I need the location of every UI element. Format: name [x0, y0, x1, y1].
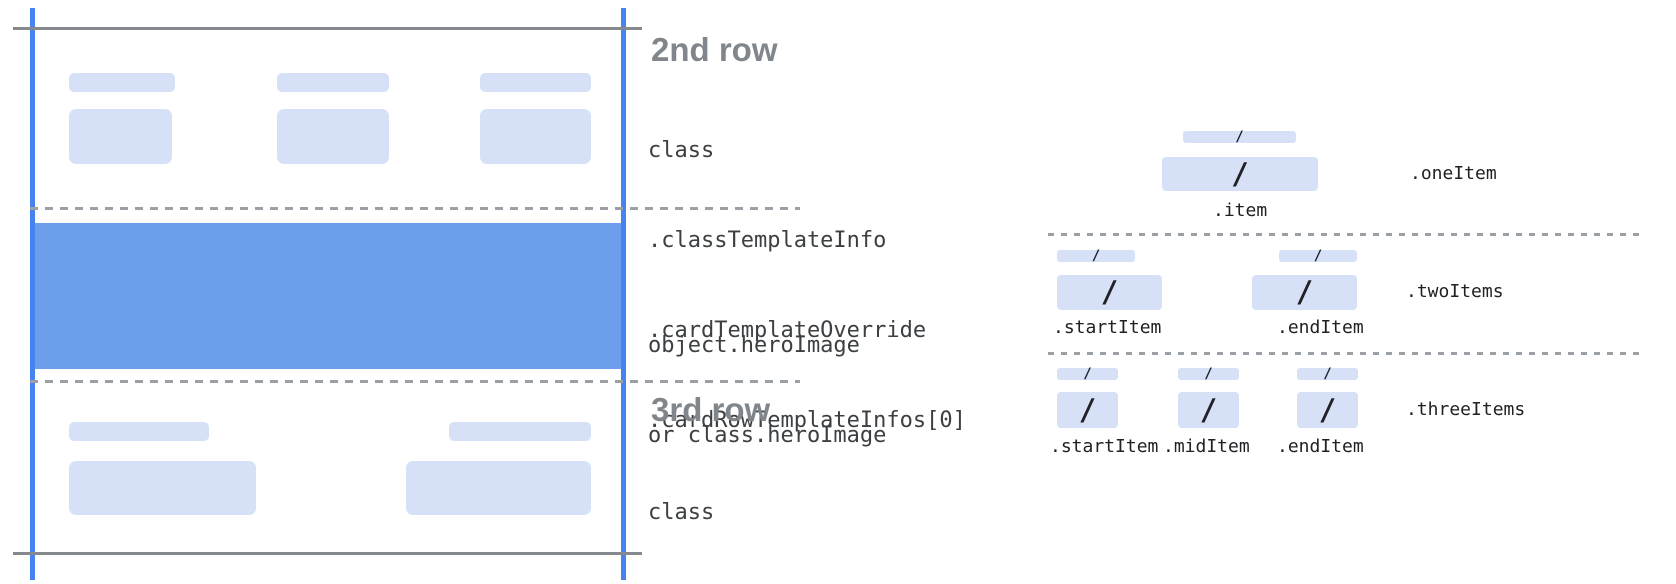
slash-placeholder: /	[1318, 392, 1337, 427]
third-row-col2-value-placeholder	[406, 461, 591, 515]
second-row-col3-value-placeholder	[480, 109, 591, 164]
dashed-divider-above-hero	[30, 207, 800, 210]
slash-placeholder: /	[1295, 275, 1314, 309]
one-item-template-name: .oneItem	[1410, 163, 1497, 184]
slash-placeholder: /	[1204, 366, 1213, 382]
second-row-col1-value-placeholder	[69, 109, 172, 164]
two-items-end-value-bar: /	[1252, 275, 1357, 310]
card-bottom-edge-line	[13, 552, 642, 555]
slash-placeholder: /	[1231, 156, 1249, 191]
one-item-label-bar: /	[1183, 129, 1296, 145]
three-items-mid-label-bar: /	[1178, 366, 1239, 382]
two-items-end-label-bar: /	[1279, 248, 1357, 264]
two-items-start-label: .startItem	[1053, 317, 1162, 338]
code-line: object.heroImage	[648, 333, 860, 358]
code-line: or class.heroImage	[648, 423, 887, 448]
slash-placeholder: /	[1199, 392, 1218, 427]
one-item-value-bar: /	[1162, 157, 1318, 191]
slash-placeholder: /	[1100, 275, 1119, 309]
three-items-end-label-bar: /	[1297, 366, 1358, 382]
hero-code-block: object.heroImage or class.heroImage	[648, 271, 886, 511]
two-items-start-value-bar: /	[1057, 275, 1162, 310]
code-line: class	[648, 500, 715, 525]
heading-third-row: 3rd row	[651, 391, 771, 428]
three-items-end-value-bar: /	[1297, 392, 1358, 428]
two-items-template-name: .twoItems	[1406, 281, 1504, 302]
second-row-col1-label-placeholder	[69, 73, 175, 92]
code-line: .cardTemplateOverride	[648, 318, 927, 343]
third-row-col1-label-placeholder	[69, 422, 209, 441]
second-row-col2-label-placeholder	[277, 73, 389, 92]
three-items-start-label: .startItem	[1050, 436, 1159, 457]
card-top-edge-line	[13, 27, 642, 30]
second-row-col2-value-placeholder	[277, 109, 389, 164]
slash-placeholder: /	[1235, 129, 1244, 145]
second-row-code-block: class .classTemplateInfo .cardTemplateOv…	[648, 76, 966, 496]
code-line: .cardRowTemplateInfos[0]	[648, 408, 966, 433]
third-row-col1-value-placeholder	[69, 461, 256, 515]
three-items-mid-value-bar: /	[1178, 392, 1239, 428]
crop-guide-right-line	[621, 8, 626, 580]
three-items-template-name: .threeItems	[1406, 399, 1526, 420]
three-items-start-value-bar: /	[1057, 392, 1118, 428]
slash-placeholder: /	[1313, 248, 1323, 264]
three-items-mid-label: .midItem	[1163, 436, 1250, 457]
code-line: .classTemplateInfo	[648, 228, 887, 253]
slash-placeholder: /	[1078, 392, 1097, 427]
two-items-end-label: .endItem	[1277, 317, 1364, 338]
two-items-start-label-bar: /	[1057, 248, 1135, 264]
third-row-code-block: class .classTemplateInfo .cardTemplateOv…	[648, 438, 966, 584]
crop-guide-left-line	[30, 8, 35, 580]
heading-second-row: 2nd row	[651, 31, 778, 68]
third-row-col2-label-placeholder	[449, 422, 591, 441]
second-row-col3-label-placeholder	[480, 73, 591, 92]
dashed-divider-below-hero	[30, 380, 800, 383]
one-item-item-label: .item	[1213, 200, 1268, 221]
slash-placeholder: /	[1323, 366, 1332, 382]
slash-placeholder: /	[1083, 366, 1092, 382]
slash-placeholder: /	[1091, 248, 1101, 264]
template-divider-2	[1048, 352, 1640, 355]
hero-image-band	[35, 223, 621, 369]
template-divider-1	[1048, 233, 1640, 236]
code-line: class	[648, 138, 715, 163]
three-items-end-label: .endItem	[1277, 436, 1364, 457]
three-items-start-label-bar: /	[1057, 366, 1118, 382]
